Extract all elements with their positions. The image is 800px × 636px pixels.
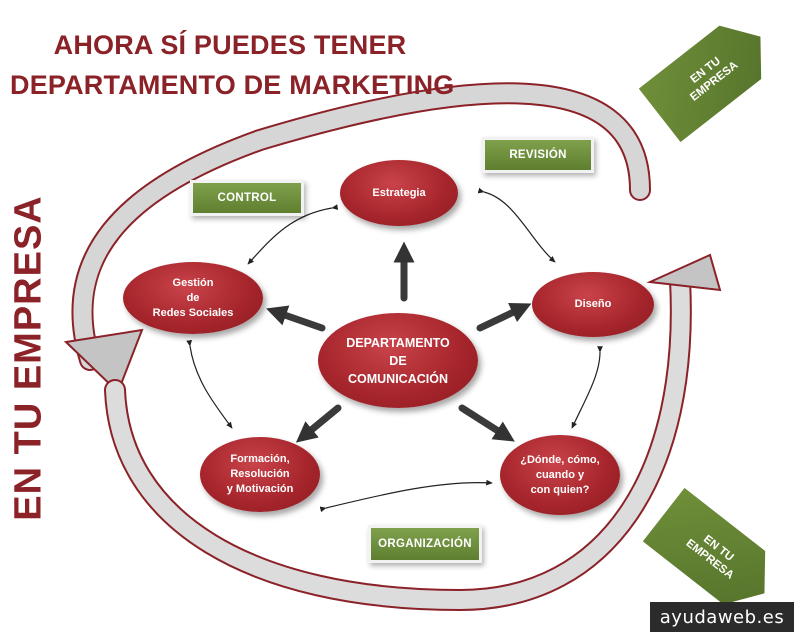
arrow-to-gestion (266, 305, 326, 332)
arrow-to-diseno (476, 303, 532, 332)
node-formacion: Formación, Resolución y Motivación (200, 437, 320, 512)
node-donde-como: ¿Dónde, cómo, cuando y con quien? (500, 435, 620, 515)
tag-revision: REVISIÓN (482, 137, 594, 173)
outer-cycle-arrow-left (63, 82, 651, 394)
connector-diseno-donde (571, 346, 603, 429)
connector-gestion-formacion (186, 339, 233, 429)
connector-estrategia-diseno (477, 187, 556, 263)
arrow-to-formacion (295, 404, 342, 443)
node-departamento-comunicacion: DEPARTAMENTO DE COMUNICACIÓN (318, 313, 478, 408)
arrow-to-donde (458, 404, 515, 442)
page-title-line-1: AHORA SÍ PUEDES TENER (53, 30, 407, 60)
side-vertical-label: EN TU EMPRESA (4, 160, 54, 555)
tag-control: CONTROL (190, 180, 304, 216)
outer-cycle-arrow-right (104, 253, 722, 612)
center-arrows (266, 241, 532, 443)
node-estrategia: Estrategia (340, 160, 458, 226)
node-gestion-redes-sociales: Gestión de Redes Sociales (123, 262, 263, 334)
connector-formacion-donde (319, 479, 493, 513)
watermark-ayudaweb: ayudaweb.es (650, 602, 794, 632)
tag-organizacion: ORGANIZACIÓN (368, 525, 482, 563)
page-title-line-2: DEPARTAMENTO DE MARKETING (10, 70, 455, 100)
node-diseno: Diseño (532, 272, 654, 337)
connector-estrategia-gestion (247, 204, 339, 265)
side-vertical-text: EN TU EMPRESA (7, 194, 50, 521)
connector-arrows (186, 187, 603, 513)
